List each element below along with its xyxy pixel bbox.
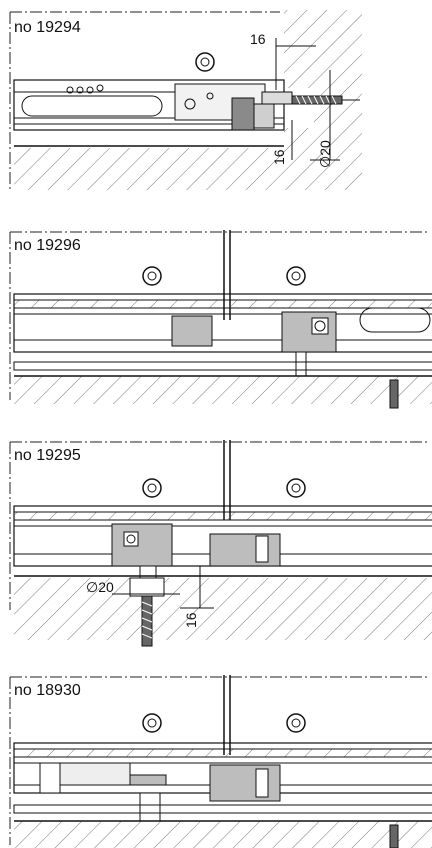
panel-18930-drawing	[9, 675, 432, 848]
rail-profile	[13, 293, 432, 353]
wheel-icon	[195, 52, 215, 72]
panel-19296: no 19296	[0, 220, 432, 410]
panel-label: no 18930	[14, 682, 81, 699]
floor-hatch	[14, 376, 432, 404]
screw-icon	[141, 595, 153, 647]
screw-icon	[389, 379, 399, 409]
dim-side: 16	[271, 149, 287, 165]
stopper-block	[231, 97, 255, 131]
dim-diameter: ∅20	[317, 140, 333, 168]
wheel-icon	[286, 713, 306, 733]
wheel-icon	[286, 266, 306, 286]
panel-18930: no 18930	[0, 665, 432, 848]
rail-profile	[13, 79, 285, 131]
wheel-icon	[286, 478, 306, 498]
carriage-right	[209, 764, 281, 802]
screw-icon	[291, 95, 360, 105]
carriage-left	[111, 523, 173, 567]
floor-hatch	[14, 148, 284, 190]
carriage-left	[171, 315, 213, 347]
wheel-icon	[142, 713, 162, 733]
panel-19294: no 19294 16 16 ∅20	[0, 0, 432, 200]
panel-19295-drawing	[9, 440, 432, 647]
dim-top: 16	[250, 31, 266, 47]
dim-side: 16	[183, 612, 199, 628]
panel-label: no 19294	[14, 19, 81, 36]
panel-19295: no 19295 ∅20 16	[0, 430, 432, 650]
dim-diameter: ∅20	[86, 579, 114, 595]
panel-label: no 19296	[14, 237, 81, 254]
screw-icon	[389, 824, 399, 848]
floor-hatch	[14, 578, 432, 640]
panel-19294-drawing	[9, 10, 362, 190]
panel-label: no 19295	[14, 447, 81, 464]
panel-19296-drawing	[9, 230, 432, 409]
bracket	[139, 792, 161, 822]
wheel-icon	[142, 478, 162, 498]
wheel-icon	[142, 266, 162, 286]
carriage-right	[209, 533, 281, 567]
floor-hatch	[14, 821, 432, 848]
